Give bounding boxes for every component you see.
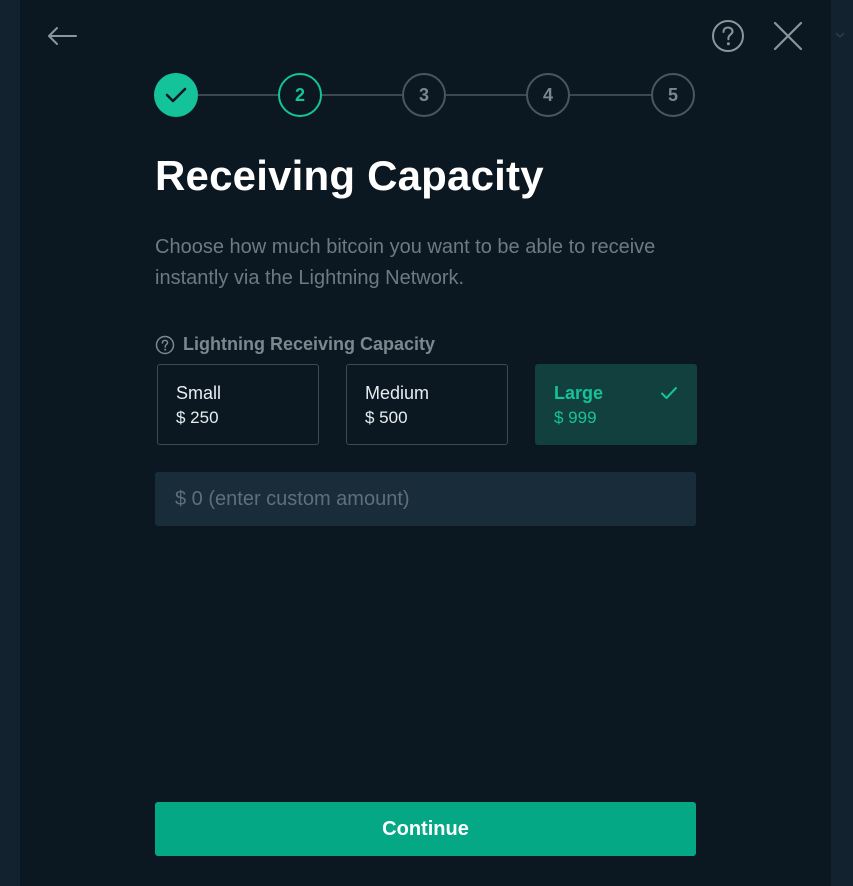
step-number: 5: [667, 84, 678, 105]
step-5: 5: [651, 73, 695, 117]
close-button[interactable]: [770, 18, 806, 54]
step-connector: [322, 94, 402, 96]
wizard-panel: 2 3 4 5 Receiving Capacity Choose how mu…: [20, 0, 831, 886]
capacity-field-label: Lightning Receiving Capacity: [155, 334, 435, 355]
step-2: 2: [278, 73, 322, 117]
step-number: 3: [418, 84, 429, 105]
progress-stepper: 2 3 4 5: [154, 73, 696, 117]
option-value: $ 999: [554, 408, 597, 427]
step-1: [154, 73, 198, 117]
check-icon: [661, 387, 677, 399]
chevron-down-icon: [835, 32, 845, 39]
help-button[interactable]: [710, 18, 746, 54]
check-icon: [165, 87, 187, 103]
option-name: Medium: [365, 383, 430, 403]
option-value: $ 500: [365, 408, 408, 427]
option-value: $ 250: [176, 408, 219, 427]
question-circle-icon[interactable]: [155, 335, 175, 355]
step-3: 3: [402, 73, 446, 117]
option-small[interactable]: Small $ 250: [157, 364, 319, 445]
step-4: 4: [526, 73, 570, 117]
option-medium[interactable]: Medium $ 500: [346, 364, 508, 445]
arrow-left-icon: [48, 27, 77, 45]
step-connector: [570, 94, 652, 96]
page-description: Choose how much bitcoin you want to be a…: [155, 236, 656, 289]
option-name: Large: [554, 383, 604, 403]
question-circle-icon: [712, 20, 744, 52]
continue-button[interactable]: Continue: [155, 802, 696, 856]
option-large[interactable]: Large $ 999: [535, 364, 697, 445]
field-label-text: Lightning Receiving Capacity: [183, 334, 436, 354]
step-number: 2: [294, 84, 305, 105]
capacity-options: Small $ 250 Medium $ 500 Large $ 999: [157, 364, 697, 446]
step-number: 4: [542, 84, 553, 105]
step-connector: [198, 94, 278, 96]
step-connector: [446, 94, 526, 96]
back-button[interactable]: [44, 20, 80, 52]
close-icon: [773, 21, 803, 51]
option-name: Small: [176, 383, 222, 403]
custom-amount-input[interactable]: [155, 472, 696, 526]
page-title: Receiving Capacity: [155, 152, 544, 199]
